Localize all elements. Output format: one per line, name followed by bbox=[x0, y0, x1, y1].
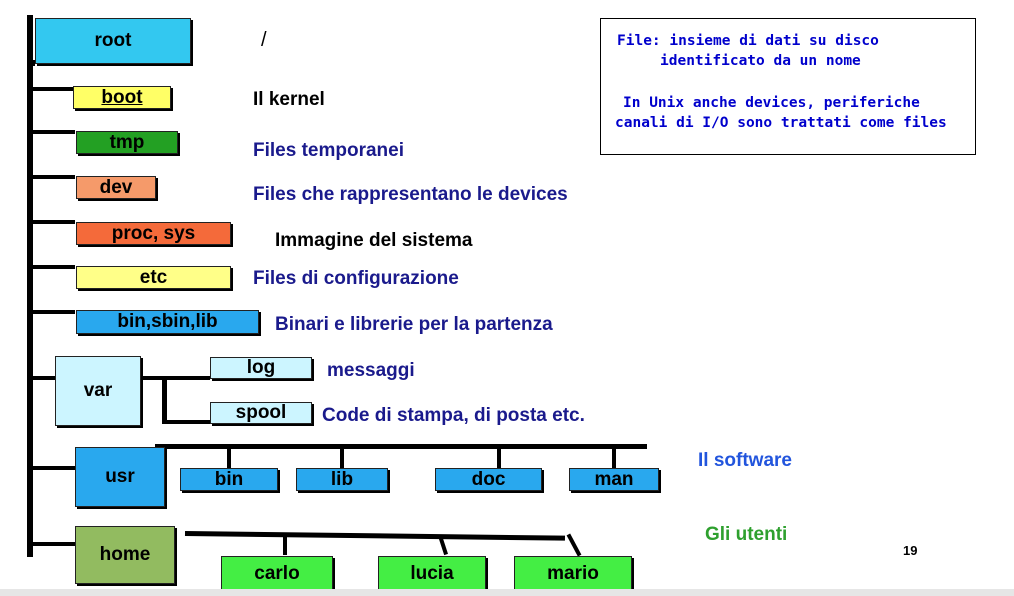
home-connector bbox=[33, 542, 75, 546]
bin-connector bbox=[33, 310, 75, 314]
info-line-2: identificato da un nome bbox=[660, 53, 861, 69]
proc-desc: Immagine del sistema bbox=[275, 230, 473, 251]
boot-box: boot bbox=[73, 86, 171, 109]
home-desc: Gli utenti bbox=[705, 524, 788, 545]
usr-desc: Il software bbox=[698, 450, 792, 471]
tmp-box: tmp bbox=[76, 131, 178, 154]
etc-connector bbox=[33, 265, 75, 269]
bin-sbin-lib-box: bin,sbin,lib bbox=[76, 310, 259, 334]
var-box: var bbox=[55, 356, 141, 426]
home-child-carlo: carlo bbox=[221, 556, 333, 592]
home-carlo-stub bbox=[283, 535, 287, 555]
root-connector bbox=[27, 60, 35, 66]
spool-box: spool bbox=[210, 402, 312, 424]
spool-desc: Code di stampa, di posta etc. bbox=[322, 405, 585, 426]
home-bar-line bbox=[184, 531, 566, 541]
root-box: root bbox=[35, 18, 191, 64]
boot-desc: Il kernel bbox=[253, 89, 325, 110]
var-connector bbox=[33, 376, 55, 380]
main-trunk-line bbox=[27, 15, 33, 557]
log-box: log bbox=[210, 357, 312, 379]
var-subtrunk-line bbox=[162, 378, 167, 423]
info-line-3: In Unix anche devices, periferiche bbox=[623, 95, 920, 111]
bin-sbin-lib-desc: Binari e librerie per la partenza bbox=[275, 314, 553, 335]
boot-connector bbox=[33, 87, 73, 91]
proc-connector bbox=[33, 220, 75, 224]
bottom-bar bbox=[0, 589, 1014, 596]
usr-man-stub bbox=[612, 447, 616, 469]
usr-child-man: man bbox=[569, 468, 659, 491]
dev-desc: Files che rappresentano le devices bbox=[253, 184, 568, 205]
etc-box: etc bbox=[76, 266, 231, 289]
usr-connector bbox=[33, 466, 75, 470]
home-child-lucia: lucia bbox=[378, 556, 486, 592]
usr-child-bin: bin bbox=[180, 468, 278, 491]
definition-box: File: insieme di dati su disco identific… bbox=[600, 18, 976, 155]
home-mario-stub bbox=[566, 533, 582, 557]
usr-box: usr bbox=[75, 447, 165, 507]
info-line-1: File: insieme di dati su disco bbox=[617, 33, 879, 49]
proc-box: proc, sys bbox=[76, 222, 231, 245]
info-line-4: canali di I/O sono trattati come files bbox=[615, 115, 947, 131]
usr-bar-line bbox=[155, 444, 647, 449]
log-desc: messaggi bbox=[327, 360, 415, 381]
dev-connector bbox=[33, 175, 75, 179]
etc-desc: Files di configurazione bbox=[253, 268, 459, 289]
tmp-desc: Files temporanei bbox=[253, 140, 404, 161]
home-box: home bbox=[75, 526, 175, 584]
var-log-connector bbox=[140, 376, 210, 380]
home-child-mario: mario bbox=[514, 556, 632, 592]
var-spool-connector bbox=[162, 420, 210, 424]
usr-child-lib: lib bbox=[296, 468, 388, 491]
dev-box: dev bbox=[76, 176, 156, 199]
page-number: 19 bbox=[903, 543, 918, 558]
root-slash: / bbox=[261, 29, 267, 51]
tmp-connector bbox=[33, 130, 75, 134]
usr-doc-stub bbox=[497, 447, 501, 469]
usr-lib-stub bbox=[340, 447, 344, 469]
usr-child-doc: doc bbox=[435, 468, 542, 491]
usr-bin-stub bbox=[227, 447, 231, 469]
